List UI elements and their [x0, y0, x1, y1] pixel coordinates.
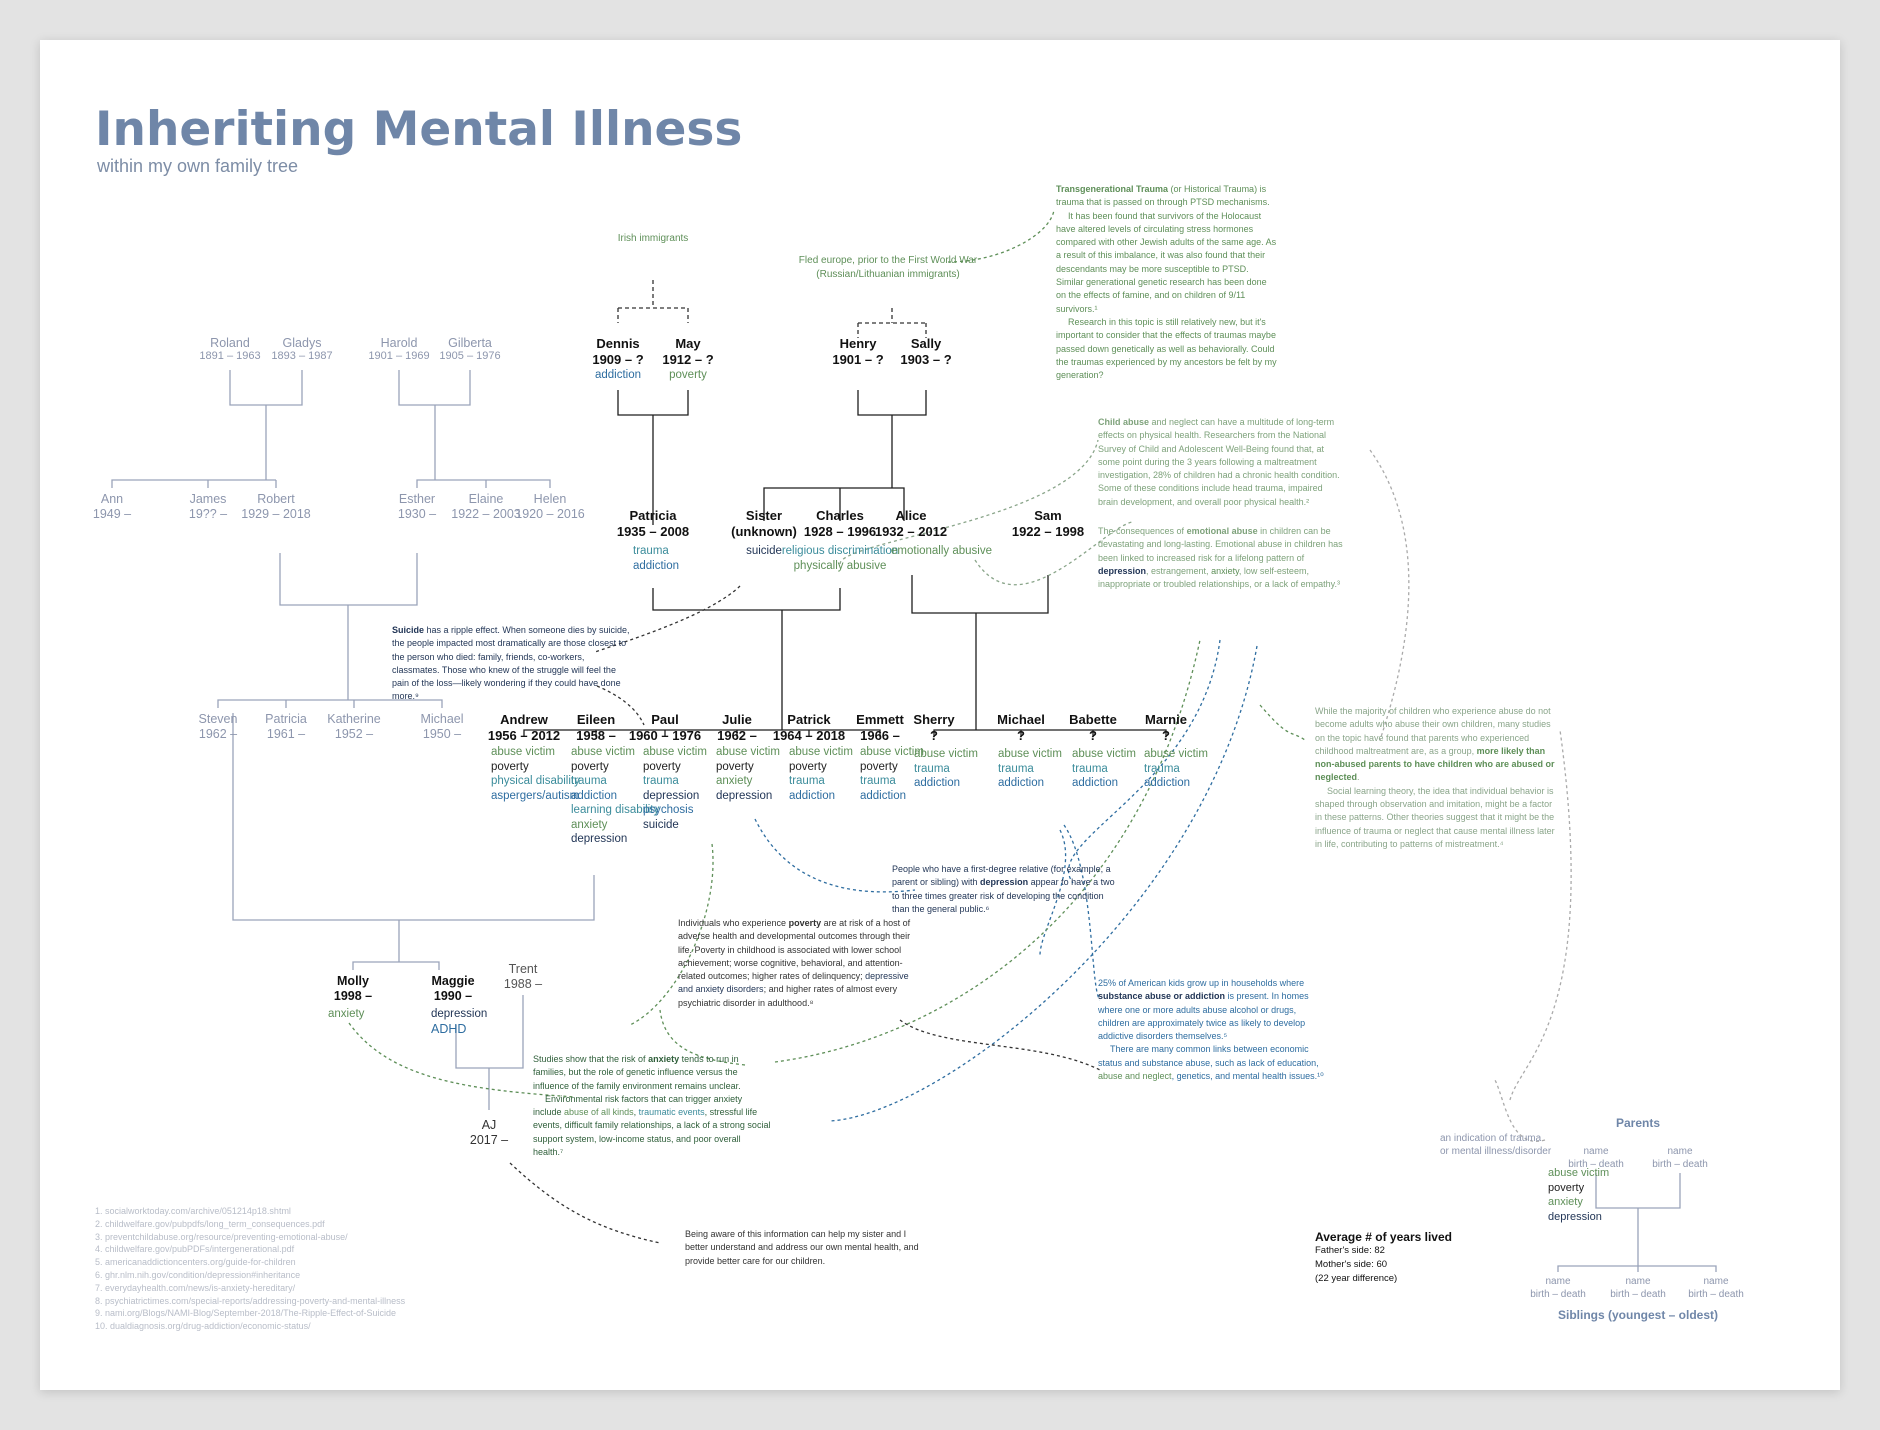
alice-conditions: emotionally abusive — [891, 545, 993, 557]
note-suicide: Suicide has a ripple effect. When someon… — [392, 625, 630, 702]
sherry-conditions: abuse victim trauma addiction — [914, 748, 978, 789]
babette-conditions: abuse victim trauma addiction — [1072, 748, 1136, 789]
poster: Inheriting Mental Illness within my own … — [40, 40, 1840, 1390]
note-anxiety: Studies show that the risk of anxiety te… — [533, 1054, 771, 1158]
maggie-conditions: depression ADHD — [431, 1008, 488, 1036]
andrew-conditions: abuse victim poverty physical disability… — [491, 746, 580, 802]
person-marnie: Marnie? — [1145, 712, 1187, 743]
person-michael-s: Michael? — [997, 712, 1045, 743]
european-immigrants-label: Fled europe, prior to the First World Wa… — [798, 255, 978, 280]
person-sister: Sister(unknown) suicide — [731, 508, 797, 557]
eileen-conditions: abuse victim poverty trauma addiction le… — [571, 746, 660, 845]
page-subtitle: within my own family tree — [97, 156, 299, 176]
marnie-conditions: abuse victim trauma addiction — [1144, 748, 1208, 789]
person-sherry: Sherry? — [913, 712, 955, 743]
molly-conditions: anxiety — [328, 1008, 365, 1020]
note-closing: Being aware of this information can help… — [685, 1229, 919, 1266]
emmett-conditions: abuse victim poverty trauma addiction — [860, 746, 924, 802]
note-transgenerational-trauma: Transgenerational Trauma (or Historical … — [1056, 184, 1277, 381]
average-years-lived: Average # of years lived Father's side: … — [1315, 1230, 1452, 1284]
family-tree-connectors — [111, 209, 1717, 1272]
note-substance-abuse: 25% of American kids grow up in househol… — [1098, 978, 1324, 1082]
legend-parents-heading: Parents — [1615, 1116, 1661, 1130]
paul-conditions: abuse victim poverty trauma depression p… — [643, 746, 707, 831]
legend-conditions: abuse victim poverty anxiety depression — [1548, 1167, 1610, 1223]
note-poverty: Individuals who experience poverty are a… — [678, 918, 911, 1008]
note-cycle-of-abuse: While the majority of children who exper… — [1315, 706, 1555, 849]
julie-conditions: abuse victim poverty anxiety depression — [716, 746, 780, 802]
person-babette: Babette? — [1069, 712, 1117, 743]
note-emotional-abuse: The consequences of emotional abuse in c… — [1098, 526, 1343, 590]
note-child-abuse: Child abuse and neglect can have a multi… — [1098, 417, 1340, 507]
patrick-conditions: abuse victim poverty trauma addiction — [789, 746, 853, 802]
page-title: Inheriting Mental Illness — [95, 102, 743, 157]
michael-s-conditions: abuse victim trauma addiction — [998, 748, 1062, 789]
note-depression: People who have a first-degree relative … — [892, 864, 1115, 914]
footnotes-list: 1. socialworktoday.com/archive/051214p18… — [95, 1206, 406, 1332]
irish-immigrants-label: Irish immigrants — [617, 233, 689, 244]
patricia-sr-conditions: trauma addiction — [633, 545, 680, 572]
legend-siblings-heading: Siblings (youngest – oldest) — [1557, 1308, 1719, 1322]
